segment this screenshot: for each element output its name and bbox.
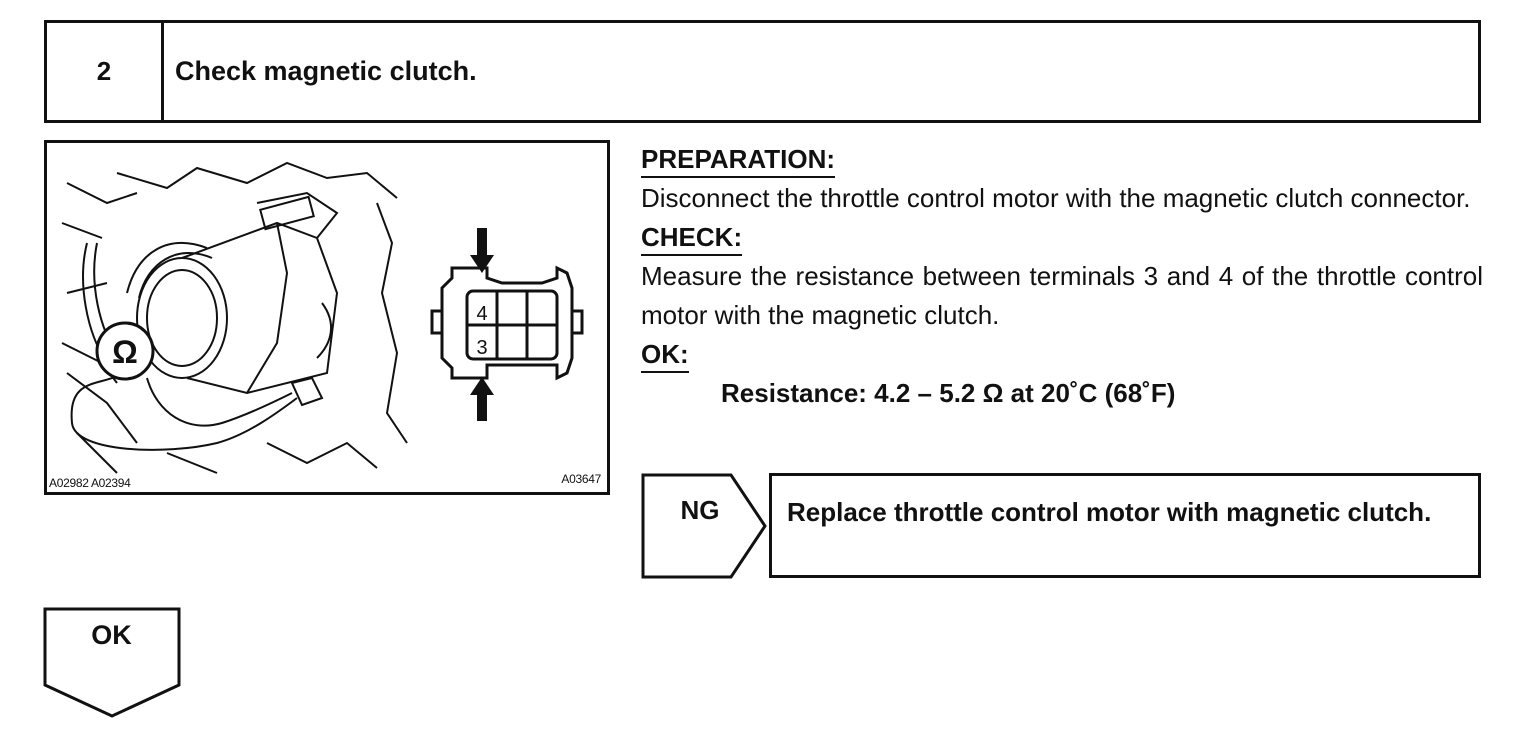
step-header: 2 Check magnetic clutch. <box>44 20 1481 123</box>
throttle-body-illustration: Ω 4 3 <box>61 161 584 474</box>
ng-label: NG <box>680 494 720 525</box>
ok-branch-arrow <box>43 607 181 718</box>
resistance-spec: Resistance: 4.2 – 5.2 Ω at 20˚C (68˚F) <box>721 378 1176 408</box>
ohmmeter-icon <box>95 321 155 381</box>
figure-code-right: A03647 <box>561 472 601 486</box>
check-text: Measure the resistance between terminals… <box>641 261 1483 330</box>
terminal-3-label: 3 <box>476 337 487 359</box>
preparation-heading: PREPARATION: <box>641 144 836 178</box>
ohm-symbol: Ω <box>112 334 138 370</box>
step-title: Check magnetic clutch. <box>175 56 477 86</box>
terminal-4-label: 4 <box>476 303 487 325</box>
arrow-down-icon <box>470 228 494 273</box>
ok-label: OK <box>91 620 132 650</box>
ng-action-box: Replace throttle control motor with magn… <box>769 473 1481 578</box>
figure-code-left: A02982 A02394 <box>49 476 131 490</box>
check-heading: CHECK: <box>641 222 743 256</box>
arrow-up-icon <box>470 377 494 421</box>
step-number: 2 <box>47 23 164 120</box>
ng-branch-arrow <box>641 473 767 579</box>
preparation-text: Disconnect the throttle control motor wi… <box>641 183 1471 213</box>
illustration-figure: Ω 4 3 A02982 A02394 A03647 <box>44 140 610 495</box>
procedure-text: PREPARATION: Disconnect the throttle con… <box>641 140 1483 413</box>
connector-diagram-icon <box>430 265 584 381</box>
ok-heading: OK: <box>641 339 689 373</box>
